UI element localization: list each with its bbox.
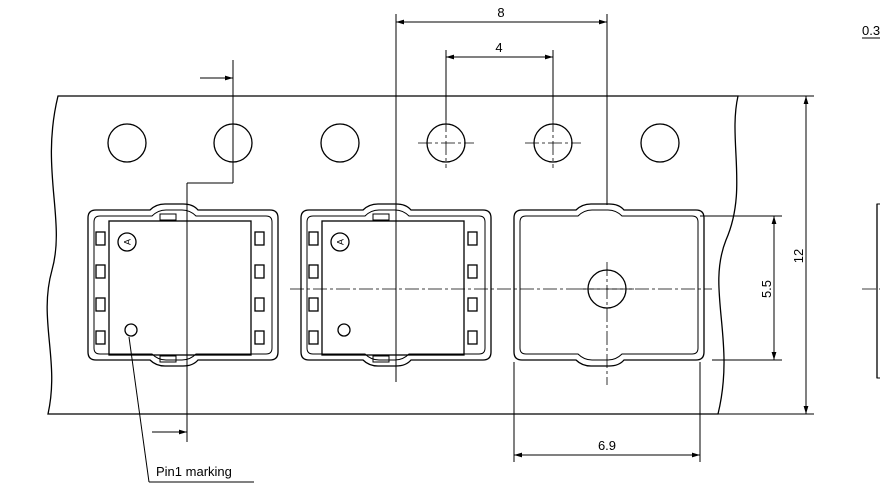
dim-12: 12 (718, 95, 814, 415)
orientation-mark-1-label: A (123, 239, 133, 245)
section-line (152, 60, 234, 442)
dim-5-5: 5.5 (700, 215, 782, 361)
dim-8: 8 (395, 5, 608, 382)
dim-6-9: 6.9 (513, 362, 701, 462)
pocket-2: A (300, 203, 492, 367)
dim-4: 4 (445, 40, 554, 120)
svg-text:4: 4 (495, 40, 502, 55)
pin1-dot-1 (124, 323, 138, 337)
chip-body-2 (321, 220, 465, 356)
orientation-mark-1 (117, 232, 137, 252)
pocket-1: A (87, 203, 279, 367)
chip-leads-2 (308, 231, 478, 345)
chip-leads-1 (95, 231, 265, 345)
chip-body-1 (108, 220, 252, 356)
orientation-mark-2 (330, 232, 350, 252)
svg-text:6.9: 6.9 (598, 438, 616, 453)
orientation-mark-2-label: A (336, 239, 346, 245)
svg-text:5.5: 5.5 (759, 280, 774, 298)
svg-text:8: 8 (497, 5, 504, 20)
svg-text:0.3: 0.3 (862, 23, 880, 38)
side-view-partial: 0.3 (862, 23, 880, 379)
sprocket-holes (107, 123, 680, 163)
pin1-leader: Pin1 marking (128, 336, 254, 483)
pin1-dot-2 (337, 323, 351, 337)
hole-center-marks (418, 118, 581, 168)
pocket-3-empty (513, 203, 705, 367)
svg-text:12: 12 (791, 249, 806, 263)
pin1-label: Pin1 marking (156, 464, 232, 479)
